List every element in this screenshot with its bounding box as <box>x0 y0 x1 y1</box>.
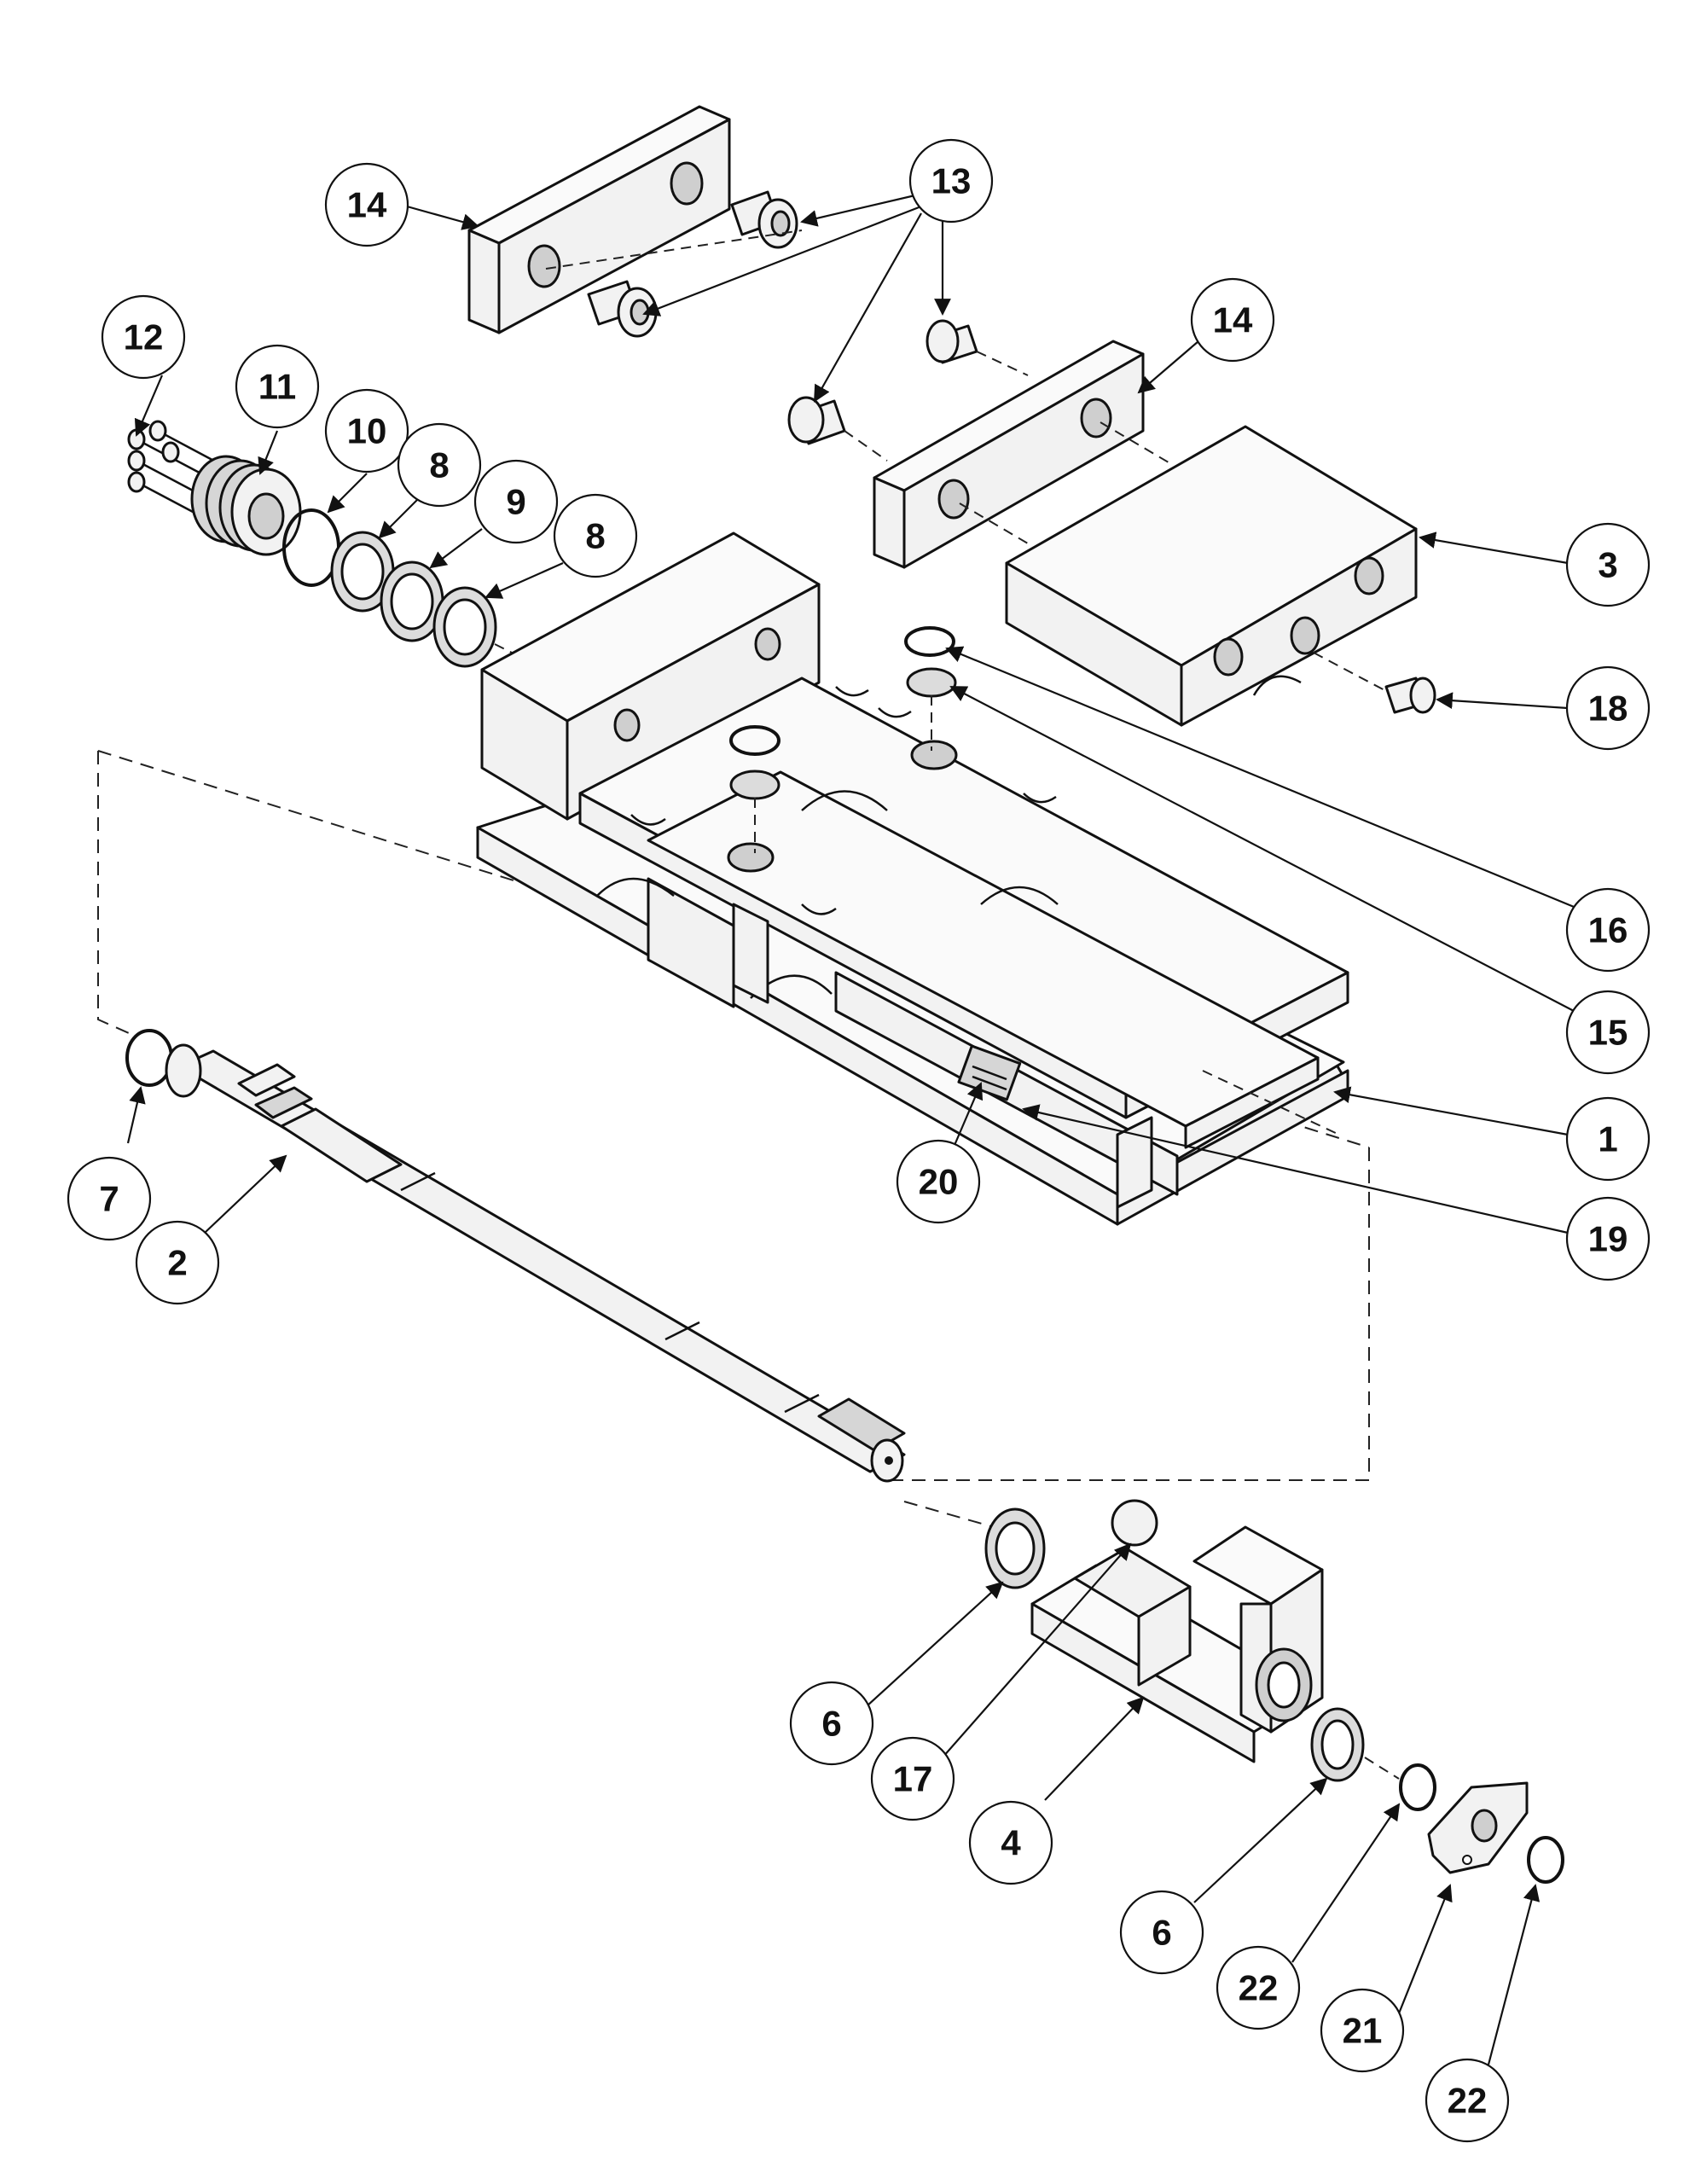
svg-text:14: 14 <box>347 185 387 225</box>
callout-6-b: 6 <box>1119 1890 1204 1975</box>
callout-17: 17 <box>870 1736 955 1821</box>
callout-1: 1 <box>1565 1096 1651 1182</box>
svg-text:18: 18 <box>1588 688 1628 729</box>
part-17-ball <box>1111 1499 1158 1547</box>
svg-text:10: 10 <box>347 411 387 451</box>
callout-20: 20 <box>896 1139 981 1224</box>
part-16-o-ring <box>904 626 955 657</box>
callout-21: 21 <box>1320 1988 1405 2073</box>
svg-text:19: 19 <box>1588 1219 1628 1259</box>
callout-22-a: 22 <box>1216 1945 1301 2030</box>
callout-19: 19 <box>1565 1196 1651 1281</box>
part-21-retaining-plate <box>1427 1781 1529 1874</box>
callout-16: 16 <box>1565 887 1651 973</box>
leader-lines <box>126 190 1579 2065</box>
callout-15: 15 <box>1565 990 1651 1075</box>
callout-8-a: 8 <box>397 422 482 508</box>
callout-9: 9 <box>473 459 559 544</box>
svg-text:9: 9 <box>506 482 525 522</box>
callout-13: 13 <box>908 138 994 224</box>
part-6-thrust-washer-a <box>984 1507 1046 1589</box>
callout-2: 2 <box>135 1220 220 1305</box>
part-15-plug <box>906 667 957 751</box>
part-22-snap-ring-b <box>1527 1836 1564 1884</box>
svg-text:16: 16 <box>1588 910 1628 950</box>
svg-text:8: 8 <box>429 445 449 485</box>
svg-text:2: 2 <box>167 1243 187 1283</box>
svg-text:22: 22 <box>1448 2081 1488 2121</box>
svg-text:1: 1 <box>1598 1119 1617 1159</box>
svg-text:12: 12 <box>124 317 164 357</box>
part-22-snap-ring-a <box>1399 1763 1436 1811</box>
callout-7: 7 <box>67 1156 152 1241</box>
callout-22-b: 22 <box>1425 2058 1510 2143</box>
svg-text:4: 4 <box>1001 1823 1021 1863</box>
callout-4: 4 <box>968 1800 1053 1885</box>
callout-14-b: 14 <box>1190 277 1275 363</box>
part-14-jaw-plate-top <box>467 105 731 334</box>
part-2-spindle <box>165 1043 906 1483</box>
part-14-jaw-plate-right <box>873 340 1174 569</box>
svg-text:7: 7 <box>99 1179 119 1219</box>
svg-text:17: 17 <box>893 1759 933 1799</box>
part-11-end-cap <box>190 455 302 556</box>
part-4-nut <box>1030 1525 1324 1763</box>
part-3-jaw-block <box>1005 425 1418 727</box>
svg-text:11: 11 <box>258 367 296 407</box>
callout-10: 10 <box>324 388 409 473</box>
svg-text:6: 6 <box>1152 1913 1171 1953</box>
callout-3: 3 <box>1565 522 1651 607</box>
part-6-thrust-washer-b <box>1310 1707 1400 1782</box>
svg-text:14: 14 <box>1213 300 1253 340</box>
callout-8-b: 8 <box>553 493 638 578</box>
svg-text:22: 22 <box>1239 1968 1279 2008</box>
callout-12: 12 <box>101 294 186 380</box>
svg-text:8: 8 <box>585 516 605 556</box>
svg-text:21: 21 <box>1343 2011 1383 2051</box>
callout-14-a: 14 <box>324 162 409 247</box>
callout-18: 18 <box>1565 665 1651 751</box>
part-9-washer <box>380 561 444 642</box>
callout-11: 11 <box>235 344 320 429</box>
part-7-snap-ring <box>125 1029 173 1087</box>
svg-text:20: 20 <box>919 1162 959 1202</box>
svg-text:6: 6 <box>821 1704 841 1744</box>
svg-text:13: 13 <box>931 161 972 201</box>
part-16-ring-inner <box>729 725 780 853</box>
svg-text:15: 15 <box>1588 1013 1628 1053</box>
part-13-cap-screws <box>545 190 1029 462</box>
callout-6-a: 6 <box>789 1681 874 1766</box>
part-10-o-ring <box>282 508 340 587</box>
part-18-set-screw <box>1313 652 1436 714</box>
svg-text:3: 3 <box>1598 545 1617 585</box>
part-8-washer-a <box>330 531 395 613</box>
